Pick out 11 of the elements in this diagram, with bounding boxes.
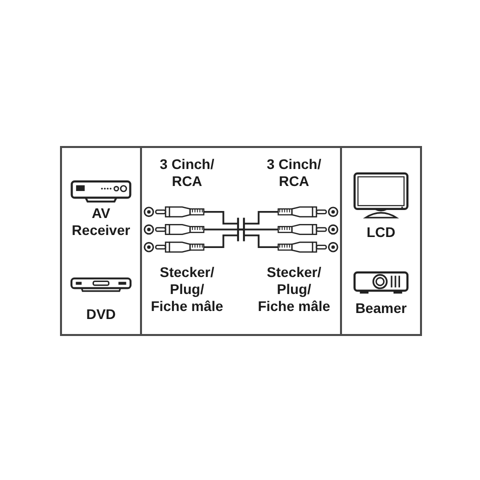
plug-label: Stecker/ Plug/ Fiche mâle [150,264,224,314]
panel [340,146,422,336]
device-label: Beamer [354,300,408,317]
device-label: DVD [85,306,117,323]
connector-label: 3 Cinch/ RCA [266,156,322,190]
plug-label: Stecker/ Plug/ Fiche mâle [257,264,331,314]
panel [60,146,142,336]
panel [140,146,342,336]
device-label: AV Receiver [70,205,132,239]
device-label: LCD [366,224,396,241]
connector-label: 3 Cinch/ RCA [158,156,216,190]
